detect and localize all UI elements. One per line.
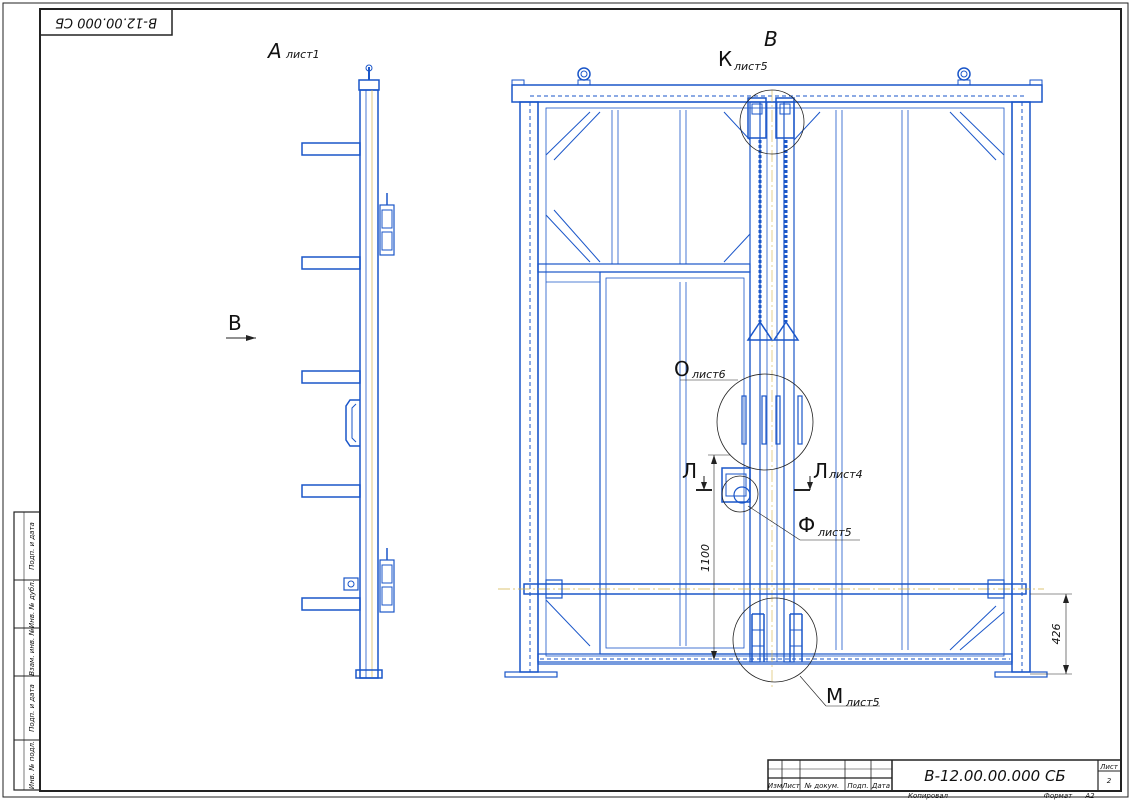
side-stamp-cell: Подп. и дата: [28, 522, 36, 570]
format-value: А2: [1084, 792, 1095, 800]
callout-m-sheet: лист5: [845, 696, 880, 709]
side-view-sheet: лист1: [285, 48, 320, 61]
rotated-code-box: В-12.00.000 СБ: [39, 8, 173, 36]
title-code: В-12.00.00.000 СБ: [924, 767, 1065, 785]
callout-f-letter: Ф: [798, 513, 815, 537]
title-header: Изм: [768, 782, 783, 790]
front-view-letter: В: [764, 27, 778, 51]
title-header: № докум.: [804, 782, 840, 790]
callout-o-letter: О: [674, 357, 690, 381]
callout-m-letter: М: [826, 684, 843, 708]
sheet-label: Лист: [1099, 763, 1119, 771]
callout-k: К лист5: [718, 47, 768, 73]
title-header: Лист: [781, 782, 801, 790]
sheet-number: 2: [1107, 777, 1112, 785]
side-stamp-cell: Инв. № дубл.: [28, 580, 36, 628]
callout-l-left: Л: [682, 459, 697, 483]
callout-o: О лист6: [674, 357, 726, 381]
side-view: А лист1: [266, 39, 395, 679]
rotated-code-text: В-12.00.000 СБ: [55, 15, 157, 30]
side-stamp-cell: Подп. и дата: [28, 684, 36, 732]
side-stamp: Подп. и дата Инв. № дубл. Взам. инв. № П…: [13, 511, 41, 791]
title-block: Изм Лист № докум. Подп. Дата В-12.00.00.…: [767, 759, 1122, 800]
front-view: В: [498, 27, 1072, 707]
copied-label: Копировал: [908, 792, 949, 800]
callout-k-letter: К: [718, 47, 732, 71]
format-label: Формат: [1044, 792, 1073, 800]
callout-f-sheet: лист5: [817, 526, 852, 539]
callout-m: М лист5: [826, 684, 880, 709]
drawing-frame: [39, 8, 1122, 792]
title-header: Дата: [871, 782, 890, 790]
view-arrow-letter: В: [228, 311, 242, 335]
callout-l-right-letter: Л: [813, 459, 828, 483]
callout-o-sheet: лист6: [691, 368, 726, 381]
dim-426: 426: [1050, 624, 1063, 645]
view-arrow-b: В: [226, 311, 256, 341]
side-stamp-cell: Взам. инв. №: [28, 628, 36, 676]
callout-l-right-sheet: лист4: [828, 468, 863, 481]
title-header: Подп.: [847, 782, 868, 790]
callout-f: Ф лист5: [798, 513, 852, 539]
side-view-letter: А: [266, 39, 282, 63]
dim-1100: 1100: [699, 544, 712, 572]
side-stamp-cell: Инв. № подл.: [28, 741, 36, 789]
callout-l-right: Л лист4: [813, 459, 863, 483]
callout-k-sheet: лист5: [733, 60, 768, 73]
callout-l-left-letter: Л: [682, 459, 697, 483]
